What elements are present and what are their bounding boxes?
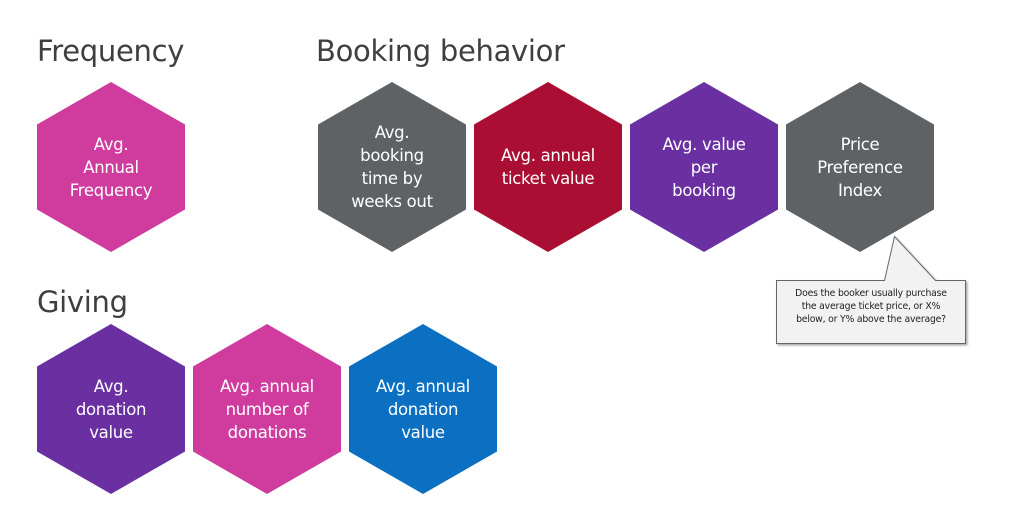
booking-time-hexagon: Avg. booking time by weeks out bbox=[318, 82, 466, 252]
annual-frequency-hexagon: Avg. Annual Frequency bbox=[37, 82, 185, 252]
annual-donations-count-hexagon: Avg. annual number of donations bbox=[193, 324, 341, 494]
frequency-section-title: Frequency bbox=[37, 34, 185, 68]
callout-text: Does the booker usually purchase the ave… bbox=[795, 288, 947, 325]
annual-frequency-label: Avg. Annual Frequency bbox=[69, 134, 153, 200]
donation-value-label: Avg. donation value bbox=[75, 376, 147, 442]
price-preference-callout: Does the booker usually purchase the ave… bbox=[776, 235, 966, 344]
value-per-booking-label: Avg. value per booking bbox=[662, 134, 746, 200]
annual-ticket-value-label: Avg. annual ticket value bbox=[501, 146, 595, 188]
annual-donations-count-label: Avg. annual number of donations bbox=[220, 376, 314, 442]
callout-bubble-shape bbox=[776, 235, 966, 344]
booking-time-label: Avg. booking time by weeks out bbox=[351, 123, 433, 211]
giving-section-title: Giving bbox=[37, 285, 128, 319]
value-per-booking-hexagon: Avg. value per booking bbox=[630, 82, 778, 252]
donation-value-hexagon: Avg. donation value bbox=[37, 324, 185, 494]
annual-donation-value-hexagon: Avg. annual donation value bbox=[349, 324, 497, 494]
price-preference-index-label: Price Preference Index bbox=[817, 134, 903, 200]
annual-ticket-value-hexagon: Avg. annual ticket value bbox=[474, 82, 622, 252]
annual-donation-value-label: Avg. annual donation value bbox=[376, 376, 470, 442]
price-preference-index-hexagon: Price Preference Index bbox=[786, 82, 934, 252]
booking-behavior-section-title: Booking behavior bbox=[316, 34, 565, 68]
